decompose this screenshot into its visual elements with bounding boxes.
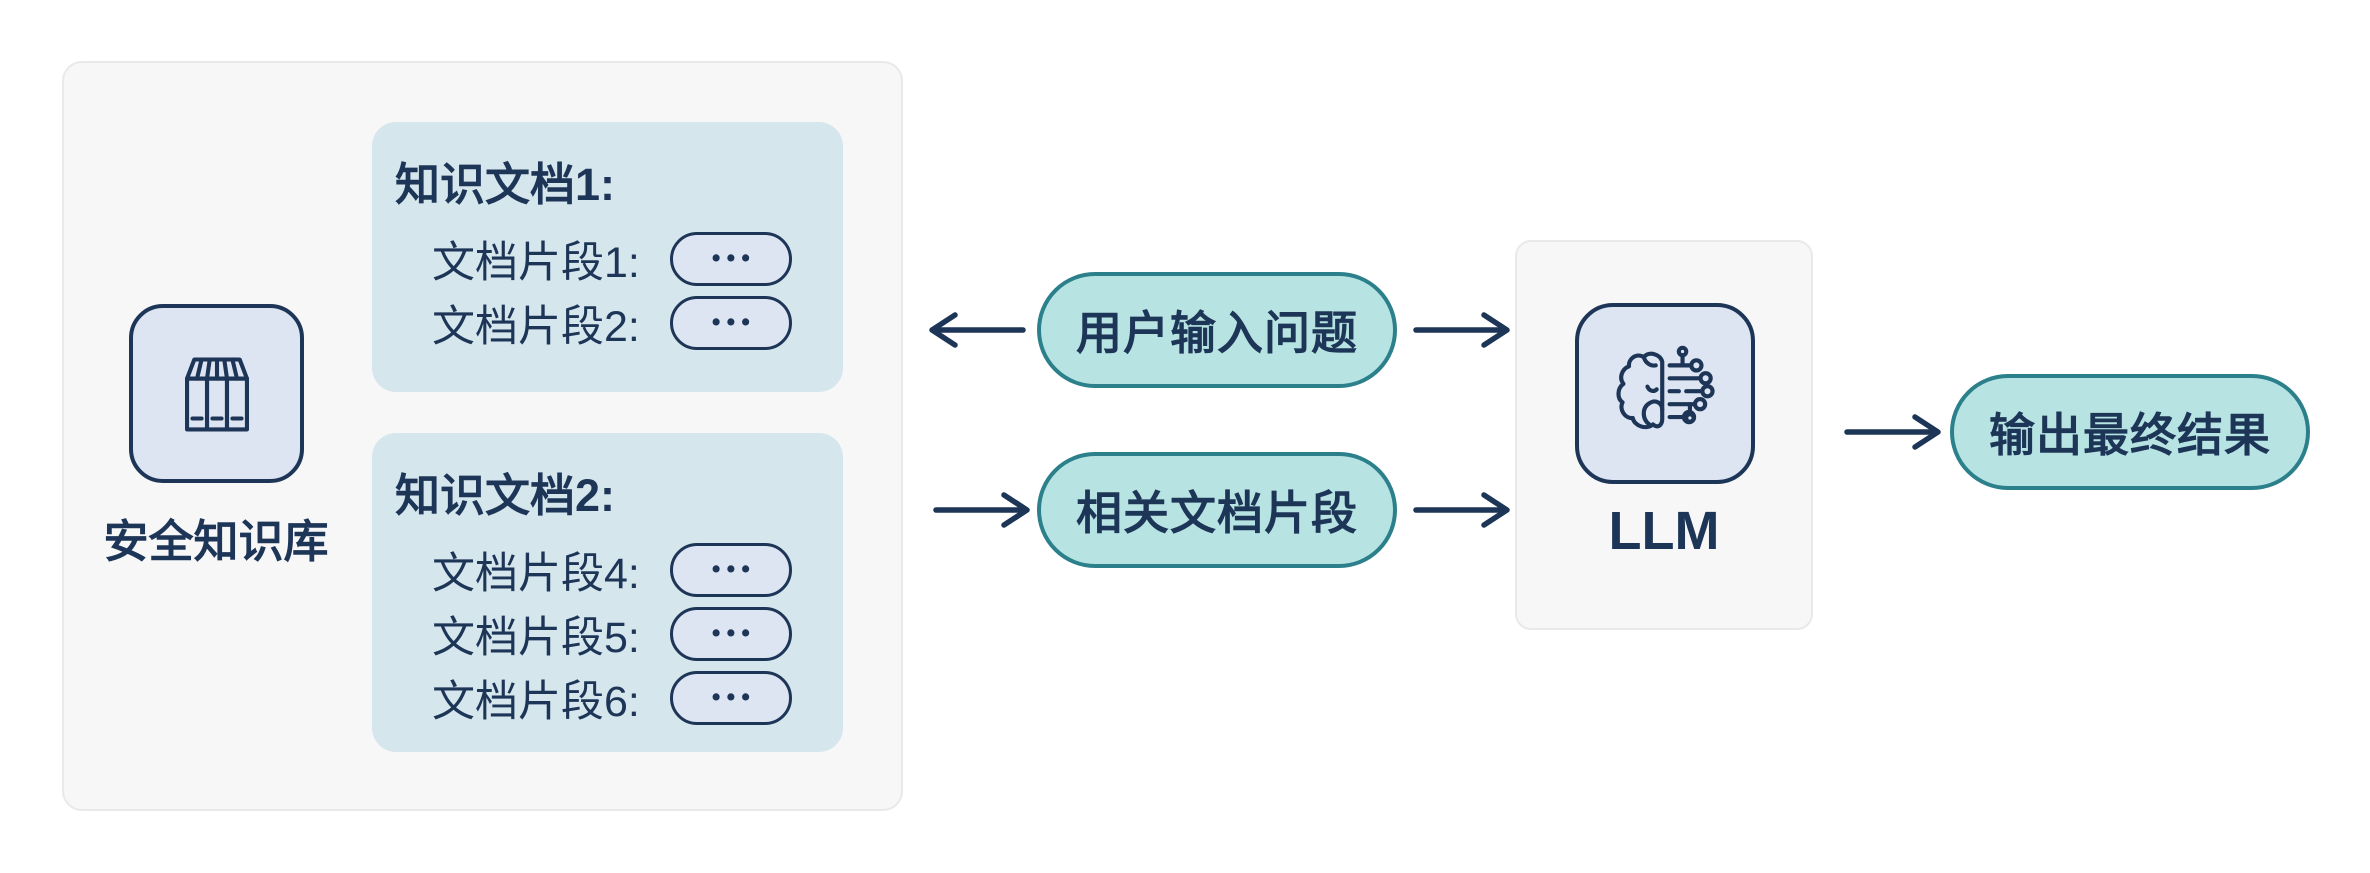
user-query-pill: 用户输入问题 — [1037, 272, 1397, 388]
doc-fragment-label: 文档片段5: — [432, 613, 640, 662]
doc-fragment-row: 文档片段1: ••• — [432, 231, 843, 287]
doc-card-1-title: 知识文档1: — [395, 159, 616, 210]
doc-fragment-chip: ••• — [669, 606, 792, 661]
related-fragments-pill: 相关文档片段 — [1037, 452, 1397, 568]
knowledge-doc-card-1: 知识文档1: 文档片段1: ••• 文档片段2: ••• — [372, 122, 843, 392]
knowledge-base-icon-box — [129, 304, 304, 483]
doc-fragment-chip: ••• — [669, 670, 792, 725]
doc-fragment-chip: ••• — [669, 542, 792, 597]
doc-card-2-title: 知识文档2: — [395, 470, 616, 521]
books-icon — [184, 356, 249, 431]
arrow-query-to-llm — [1413, 312, 1510, 348]
llm-icon-box — [1575, 303, 1755, 484]
output-result-pill: 输出最终结果 — [1950, 374, 2310, 490]
doc-fragment-row: 文档片段5: ••• — [432, 606, 843, 662]
arrow-llm-to-output — [1844, 414, 1941, 450]
doc-fragment-row: 文档片段4: ••• — [432, 542, 843, 598]
arrow-query-to-knowledge-base — [929, 312, 1026, 348]
doc-fragment-label: 文档片段1: — [432, 238, 640, 287]
brain-circuit-icon — [1616, 345, 1715, 429]
doc-fragment-chip: ••• — [669, 295, 792, 350]
doc-fragment-row: 文档片段6: ••• — [432, 670, 843, 726]
llm-label: LLM — [1608, 501, 1720, 561]
doc-fragment-chip: ••• — [669, 231, 792, 286]
doc-fragment-label: 文档片段6: — [432, 677, 640, 726]
arrow-knowledge-base-to-fragments — [933, 492, 1030, 528]
doc-fragment-label: 文档片段4: — [432, 549, 640, 598]
knowledge-base-label: 安全知识库 — [103, 516, 329, 567]
knowledge-doc-card-2: 知识文档2: 文档片段4: ••• 文档片段5: ••• 文档片段6: ••• — [372, 433, 843, 752]
doc-fragment-label: 文档片段2: — [432, 302, 640, 351]
doc-fragment-row: 文档片段2: ••• — [432, 295, 843, 351]
arrow-fragments-to-llm — [1413, 492, 1510, 528]
